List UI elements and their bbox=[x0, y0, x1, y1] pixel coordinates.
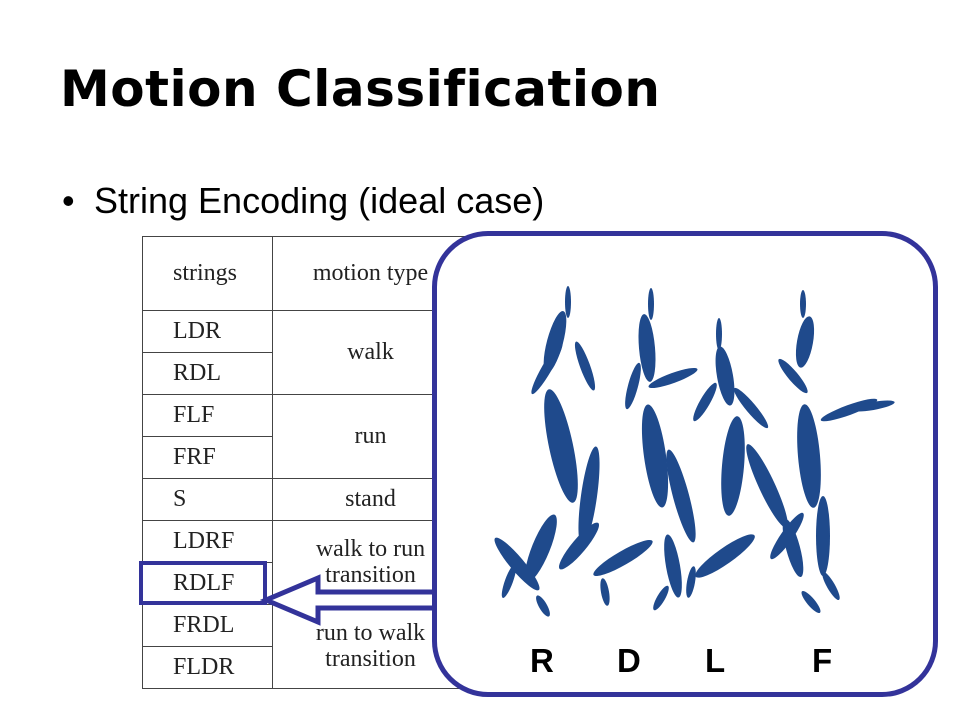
string-cell: RDLF bbox=[142, 562, 273, 605]
label-d: D bbox=[617, 642, 641, 679]
table-row: LDR walk bbox=[142, 310, 469, 395]
string-cell: FLDR bbox=[142, 646, 273, 689]
string-cell: S bbox=[142, 478, 273, 521]
arrow-icon bbox=[260, 574, 440, 626]
table-row: FLF run bbox=[142, 394, 469, 479]
bullet-item: • String Encoding (ideal case) bbox=[62, 180, 544, 222]
bullet-text: String Encoding (ideal case) bbox=[94, 180, 545, 221]
stick-figure bbox=[494, 286, 600, 617]
string-cell: FRF bbox=[142, 436, 273, 479]
highlight-box bbox=[139, 561, 267, 605]
string-cell: RDL bbox=[142, 352, 273, 395]
label-l: L bbox=[705, 642, 726, 679]
table-row: FLDR bbox=[142, 646, 469, 689]
label-r: R bbox=[530, 642, 554, 679]
string-cell: LDRF bbox=[142, 520, 273, 563]
table-header-row: strings motion type bbox=[142, 236, 469, 311]
string-cell: FRDL bbox=[142, 604, 273, 647]
stick-figure bbox=[686, 318, 821, 614]
string-cell: LDR bbox=[142, 310, 273, 353]
label-f: F bbox=[812, 642, 833, 679]
motion-figure-panel: R D L F bbox=[432, 231, 938, 697]
stick-figure bbox=[593, 288, 698, 611]
table-row: RDLF bbox=[142, 562, 469, 605]
string-cell: FLF bbox=[142, 394, 273, 437]
header-strings: strings bbox=[142, 236, 273, 311]
stick-figure bbox=[770, 290, 895, 600]
slide-title: Motion Classification bbox=[60, 60, 661, 118]
bullet-dot: • bbox=[62, 180, 75, 221]
table-row: S stand bbox=[142, 478, 469, 521]
table-row: LDRF walk to run transition bbox=[142, 520, 469, 605]
figure-sequence bbox=[494, 286, 895, 617]
